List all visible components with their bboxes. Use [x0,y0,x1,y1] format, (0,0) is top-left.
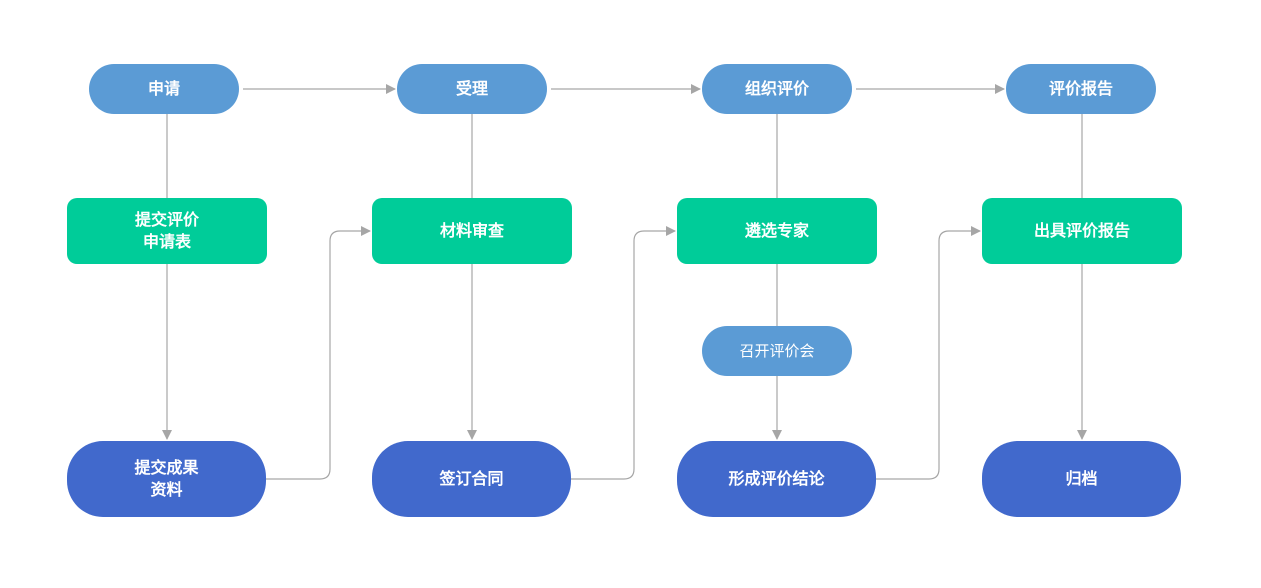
elbow-outcome-3-to-task-4 [876,226,981,480]
stage-accept: 受理 [397,64,547,114]
elbow-outcome-1-to-task-2 [266,226,371,480]
meeting-node: 召开评价会 [702,326,852,376]
outcome-form-conclusion: 形成评价结论 [677,441,876,517]
outcome-submit-results: 提交成果 资料 [67,441,266,517]
task-issue-report: 出具评价报告 [982,198,1182,264]
elbow-outcome-2-to-task-3 [571,226,676,480]
task-select-experts: 遴选专家 [677,198,877,264]
task-material-review: 材料审查 [372,198,572,264]
outcome-archive: 归档 [982,441,1181,517]
outcome-sign-contract: 签订合同 [372,441,571,517]
stage-organize-evaluation: 组织评价 [702,64,852,114]
task-submit-application: 提交评价 申请表 [67,198,267,264]
stage-apply: 申请 [89,64,239,114]
stage-evaluation-report: 评价报告 [1006,64,1156,114]
